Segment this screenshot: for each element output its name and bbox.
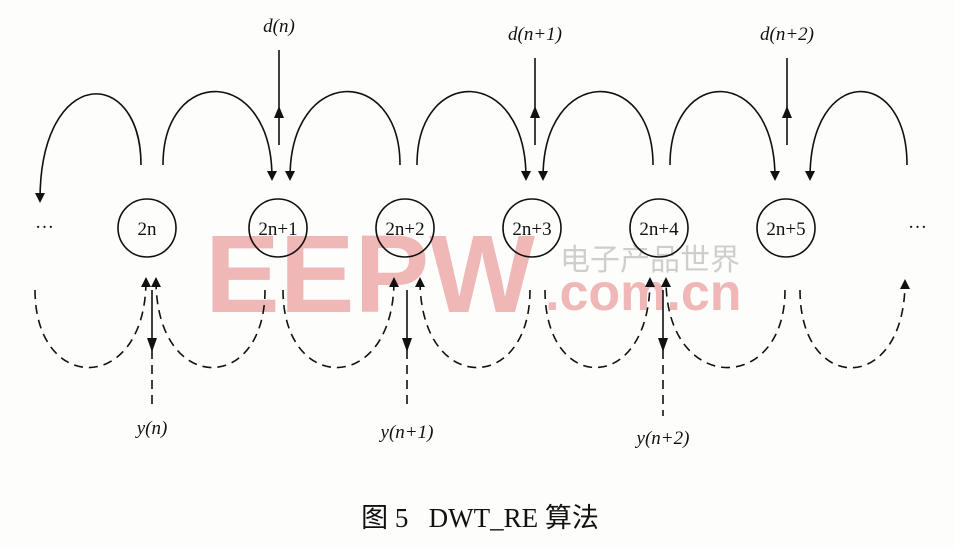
up-arrow-icon	[782, 106, 792, 118]
down-arrow-icon	[402, 338, 412, 352]
node-circle	[629, 198, 689, 258]
d-input-label: d(n+1)	[508, 24, 562, 45]
down-arrow-icon	[658, 338, 668, 352]
up-arrow-icon	[274, 106, 284, 118]
solid-arc-arrow	[669, 90, 780, 181]
dashed-arc-arrow	[661, 277, 786, 369]
solid-arc-arrow	[285, 90, 401, 181]
watermark-cn: 电子产品世界	[560, 243, 740, 278]
watermark: EEPW .com.cn 电子产品世界	[205, 213, 742, 336]
node-circle	[248, 198, 308, 258]
watermark-domain: .com.cn	[545, 264, 742, 322]
dashed-arc-arrow	[544, 277, 655, 369]
dashed-arc-arrow	[151, 277, 266, 369]
up-arrow-icon	[530, 106, 540, 118]
node-label: 2n+1	[258, 219, 297, 240]
node-circle	[756, 198, 816, 258]
solid-arc-arrow	[35, 93, 142, 203]
solid-arc-arrow	[805, 90, 908, 181]
dashed-arc-arrow	[34, 277, 151, 369]
d-input-label: d(n+2)	[760, 24, 814, 45]
solid-arc-arrow	[162, 90, 277, 181]
node-circle	[375, 198, 435, 258]
y-output-label: y(n+2)	[635, 428, 690, 449]
node-label: 2n	[138, 219, 158, 240]
figure-caption: 图 5 DWT_RE 算法	[361, 503, 599, 533]
arcs	[34, 90, 910, 369]
dashed-arc-arrow	[282, 277, 399, 369]
y-output-label: y(n)	[135, 418, 168, 439]
down-arrow-icon	[147, 338, 157, 352]
solid-arc-arrow	[416, 90, 531, 181]
watermark-logo: EEPW	[205, 213, 535, 336]
node-circle	[502, 198, 562, 258]
node-label: 2n+4	[639, 219, 679, 240]
ellipsis-left: …	[35, 212, 54, 233]
io-lines: d(n) d(n+1) d(n+2) y(n) y(n+1) y(n+2)	[135, 16, 814, 449]
d-input-label: d(n)	[263, 16, 295, 37]
node-label: 2n+3	[512, 219, 551, 240]
dashed-arc-arrow	[799, 279, 910, 369]
node-label: 2n+2	[385, 219, 424, 240]
nodes: 2n 2n+1 2n+2 2n+3 2n+4 2n+5	[117, 198, 816, 258]
y-output-label: y(n+1)	[379, 422, 434, 443]
dashed-arc-arrow	[415, 277, 531, 369]
solid-arc-arrow	[538, 90, 654, 181]
node-label: 2n+5	[766, 219, 805, 240]
ellipsis-right: …	[908, 212, 927, 233]
node-circle	[117, 198, 177, 258]
